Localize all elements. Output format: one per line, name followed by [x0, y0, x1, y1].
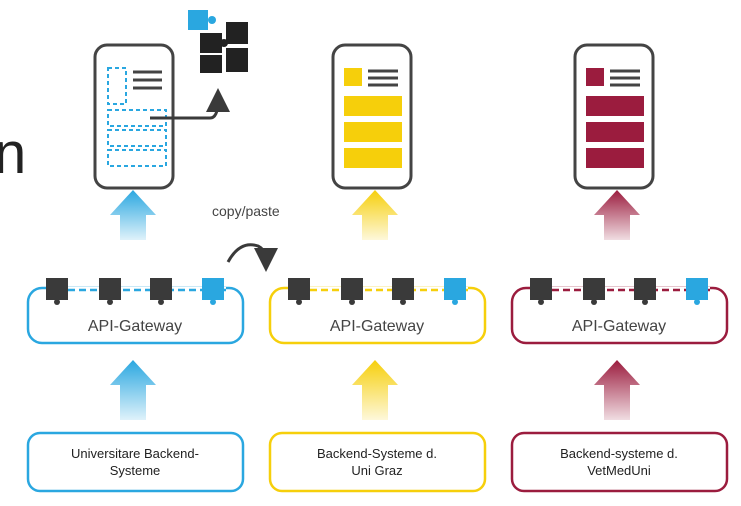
- backend-box-graz: [268, 431, 487, 493]
- phone-graz: [331, 43, 413, 190]
- arrow-up-vetmed-phone: [594, 190, 640, 240]
- copy-paste-arrow: [226, 243, 278, 272]
- column-graz: [268, 43, 487, 493]
- phone-vetmed: [573, 43, 655, 190]
- backend-label-graz-line1: Backend-Systeme d.: [317, 446, 437, 461]
- copy-paste-label: copy/paste: [212, 203, 280, 219]
- backend-box-uni: [26, 431, 245, 493]
- backend-label-vetmed-line2: VetMedUni: [587, 463, 651, 478]
- column-uni: [26, 10, 248, 493]
- puzzle-pieces-icon: [188, 10, 248, 73]
- backend-label-vetmed: Backend-systeme d. VetMedUni: [519, 445, 719, 479]
- extract-arrow: [150, 88, 230, 120]
- backend-label-vetmed-line1: Backend-systeme d.: [560, 446, 678, 461]
- column-vetmed: [510, 43, 729, 493]
- gateway-label-vetmed: API-Gateway: [571, 318, 667, 335]
- arrow-up-uni-gateway: [110, 360, 156, 420]
- gateway-label-graz: API-Gateway: [329, 318, 425, 335]
- gateway-modules-uni: [46, 278, 224, 305]
- arrow-up-graz-phone: [352, 190, 398, 240]
- gateway-modules-graz: [288, 278, 466, 305]
- backend-label-graz: Backend-Systeme d. Uni Graz: [277, 445, 477, 479]
- arrow-up-graz-gateway: [352, 360, 398, 420]
- backend-label-uni-line2: Systeme: [109, 463, 161, 478]
- gateway-label-uni: API-Gateway: [87, 318, 183, 335]
- arrow-up-uni-phone: [110, 190, 156, 240]
- arrow-up-vetmed-gateway: [594, 360, 640, 420]
- backend-label-uni-line1: Universitare Backend-: [71, 446, 199, 461]
- backend-label-graz-line2: Uni Graz: [351, 463, 403, 478]
- backend-label-uni: Universitare Backend- Systeme: [35, 445, 235, 479]
- cut-off-heading-char: n: [0, 121, 27, 186]
- backend-box-vetmed: [510, 431, 729, 493]
- gateway-modules-vetmed: [530, 278, 708, 305]
